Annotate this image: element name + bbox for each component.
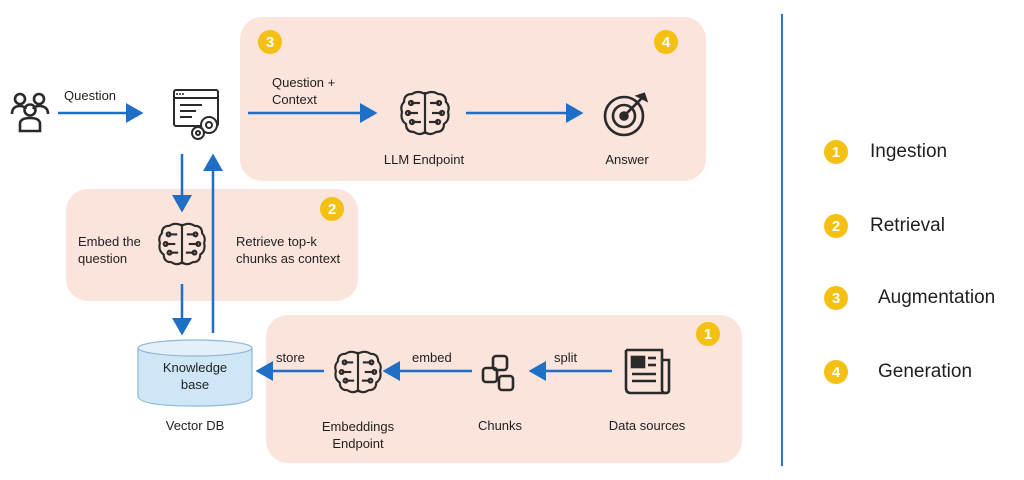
embeddings-endpoint-label: Embeddings Endpoint: [308, 418, 408, 452]
legend-item-retrieval: 2 Retrieval: [824, 214, 945, 238]
embed-query-brain-icon: [158, 222, 206, 266]
split-label: split: [554, 350, 578, 365]
knowledge-base-line-1: Knowledge: [162, 360, 228, 375]
data-sources-label: Data sources: [608, 418, 686, 433]
augmentation-badge: 3: [258, 30, 282, 54]
question-context-line-1: Question +: [272, 75, 336, 90]
legend-badge: 1: [824, 140, 848, 164]
question-context-line-2: Context: [272, 92, 317, 107]
embeddings-endpoint-line-1: Embeddings: [321, 419, 395, 434]
embed-question-line-1: Embed the: [78, 234, 141, 249]
ingestion-badge: 1: [696, 322, 720, 346]
target-icon: [603, 92, 649, 137]
legend-item-generation: 4 Generation: [824, 360, 972, 384]
users-icon: [10, 92, 50, 133]
legend-badge: 4: [824, 360, 848, 384]
embed-label: embed: [412, 350, 452, 365]
legend-label: Retrieval: [870, 215, 945, 236]
retrieve-line-1: Retrieve top-k: [236, 234, 317, 249]
legend-label: Generation: [878, 361, 973, 382]
embed-question-line-2: question: [78, 251, 128, 266]
generation-badge: 4: [654, 30, 678, 54]
store-label: store: [276, 350, 305, 365]
knowledge-base-line-2: base: [180, 377, 210, 392]
legend-item-ingestion: 1 Ingestion: [824, 140, 947, 164]
legend-badge: 3: [824, 286, 848, 310]
retrieve-topk-label: Retrieve top-k chunks as context: [236, 233, 340, 267]
knowledge-base-label: Knowledge base: [150, 359, 240, 393]
question-context-label: Question + Context: [272, 74, 335, 108]
legend-badge: 2: [824, 214, 848, 238]
question-label: Question: [64, 88, 117, 103]
retrieval-badge: 2: [320, 197, 344, 221]
retrieve-line-2: chunks as context: [236, 251, 341, 266]
llm-brain-icon: [400, 90, 450, 136]
llm-endpoint-label: LLM Endpoint: [383, 152, 465, 167]
legend-item-augmentation: 3 Augmentation: [824, 286, 995, 310]
augmentation-generation-zone: [240, 17, 706, 181]
answer-label: Answer: [605, 152, 649, 167]
database-icon: [137, 339, 253, 407]
embeddings-brain-icon: [334, 350, 382, 394]
document-icon: [624, 348, 671, 395]
legend-divider: [781, 14, 783, 466]
vector-db-label: Vector DB: [165, 418, 225, 433]
embed-question-label: Embed the question: [78, 233, 141, 267]
chunks-label: Chunks: [477, 418, 523, 433]
legend-label: Augmentation: [878, 287, 996, 308]
chunks-icon: [481, 354, 515, 392]
legend-label: Ingestion: [870, 141, 948, 162]
application-gear-icon: [173, 89, 219, 140]
embeddings-endpoint-line-2: Endpoint: [332, 436, 384, 451]
